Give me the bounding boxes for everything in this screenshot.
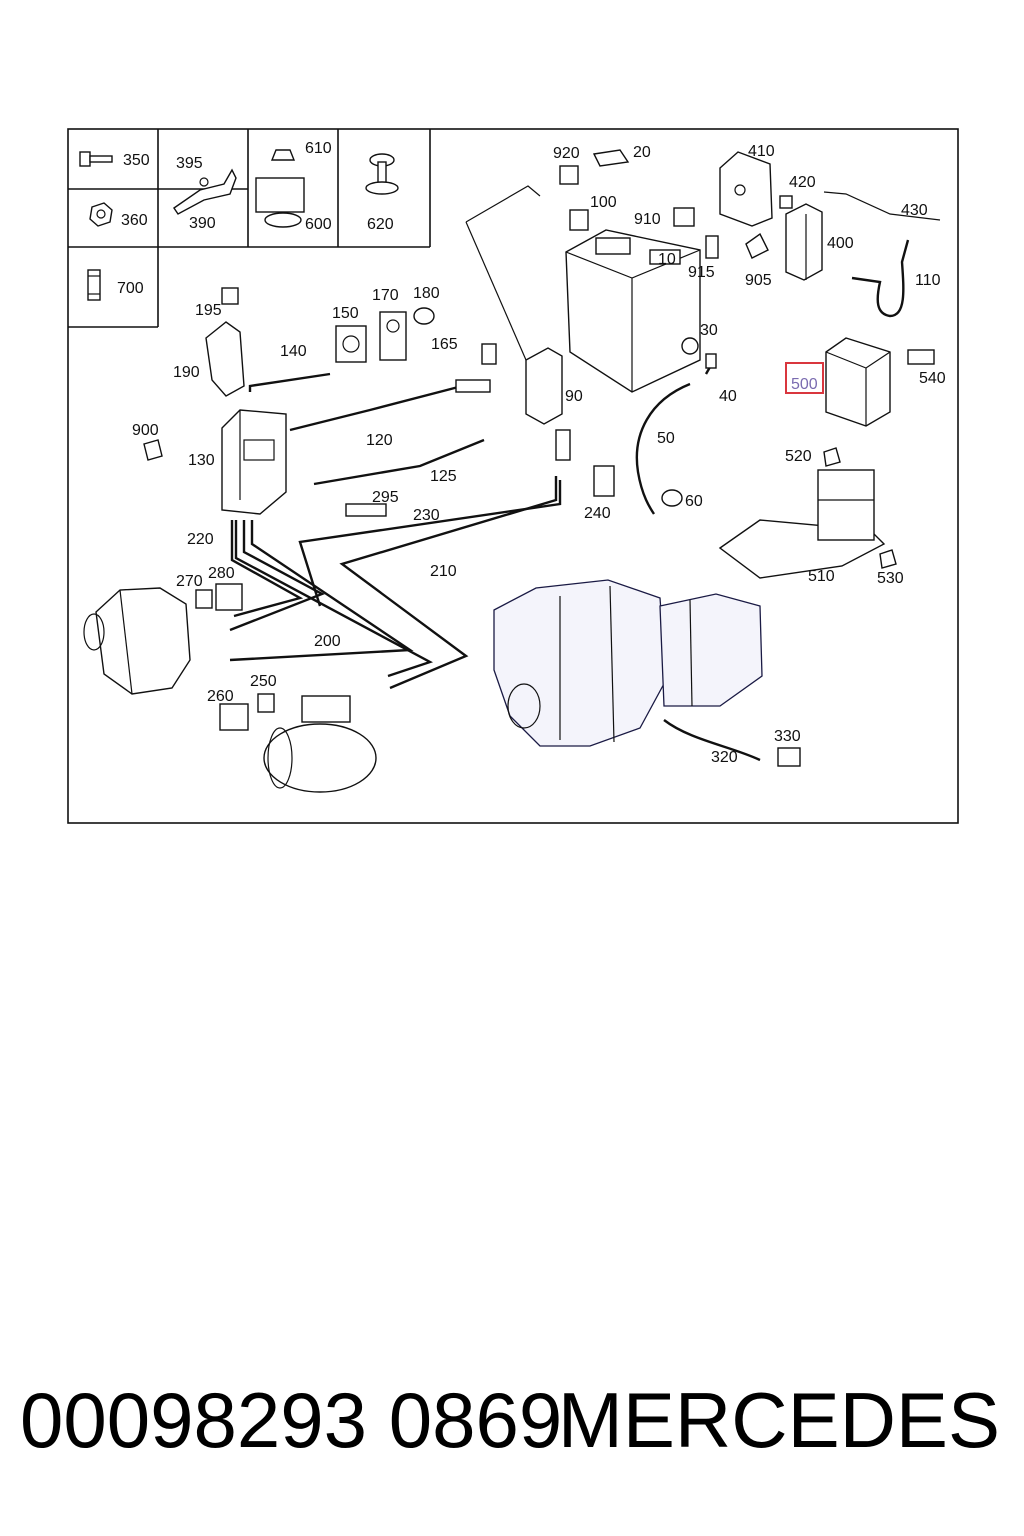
mounting-bracket — [719, 151, 773, 227]
callout-350: 350 — [123, 152, 150, 169]
callout-905: 905 — [745, 272, 772, 289]
callout-920: 920 — [553, 145, 580, 162]
battery-tray — [718, 469, 886, 579]
callout-180: 180 — [413, 285, 440, 302]
callout-220: 220 — [187, 531, 214, 548]
callout-165: 165 — [431, 336, 458, 353]
highlight-box — [785, 362, 824, 394]
callout-395: 395 — [176, 155, 203, 172]
brand-name: MERCEDES — [557, 1376, 1000, 1464]
callout-620: 620 — [367, 216, 394, 233]
callout-915: 915 — [688, 264, 715, 281]
callout-labels: 350 360 395 390 610 600 620 700 920 20 1… — [117, 140, 946, 766]
engine-transmission — [493, 579, 763, 747]
callout-240: 240 — [584, 505, 611, 522]
small-parts — [143, 149, 941, 767]
callout-40: 40 — [719, 388, 737, 405]
alternator — [83, 587, 191, 695]
spacer-sleeve-icon — [87, 269, 101, 301]
main-battery — [565, 229, 701, 393]
callout-390: 390 — [189, 215, 216, 232]
callout-110: 110 — [915, 272, 941, 289]
callout-250: 250 — [250, 673, 277, 690]
callout-430: 430 — [901, 202, 928, 219]
diagram-frame — [67, 128, 959, 824]
callout-90: 90 — [565, 388, 583, 405]
wiring-harness — [229, 185, 562, 690]
ground-cable — [663, 719, 761, 762]
callout-270: 270 — [176, 573, 203, 590]
callout-520: 520 — [785, 448, 812, 465]
fastener-legend — [68, 129, 431, 328]
callout-610: 610 — [305, 140, 332, 157]
callout-150: 150 — [332, 305, 359, 322]
callout-400: 400 — [827, 235, 854, 252]
callout-700: 700 — [117, 280, 144, 297]
callout-330: 330 — [774, 728, 801, 745]
footer-caption: 00098293 0869 MERCEDES — [0, 1370, 1024, 1480]
prefuse-box — [221, 409, 287, 515]
fuse-cover-bracket — [205, 321, 245, 397]
callout-120: 120 — [366, 432, 393, 449]
callout-190: 190 — [173, 364, 200, 381]
terminal-block — [525, 347, 563, 425]
callout-20: 20 — [633, 144, 651, 161]
relay-box-icon — [255, 149, 305, 228]
callout-195: 195 — [195, 302, 222, 319]
callout-125: 125 — [430, 468, 457, 485]
callout-280: 280 — [208, 565, 235, 582]
callout-100: 100 — [590, 194, 617, 211]
push-clip-icon — [365, 153, 399, 195]
callout-170: 170 — [372, 287, 399, 304]
callout-420: 420 — [789, 174, 816, 191]
callout-295: 295 — [372, 489, 399, 506]
part-number: 00098293 0869 — [20, 1376, 563, 1464]
callout-130: 130 — [188, 452, 215, 469]
callout-540: 540 — [919, 370, 946, 387]
callout-510: 510 — [808, 568, 835, 585]
callout-530: 530 — [877, 570, 904, 587]
callout-30: 30 — [700, 322, 718, 339]
callout-200: 200 — [314, 633, 341, 650]
ground-strap — [851, 239, 910, 318]
auxiliary-battery — [825, 337, 891, 427]
callout-60: 60 — [685, 493, 703, 510]
callout-140: 140 — [280, 343, 307, 360]
control-unit — [785, 203, 823, 281]
callout-230: 230 — [413, 507, 440, 524]
callout-410: 410 — [748, 143, 775, 160]
callout-900: 900 — [132, 422, 159, 439]
callout-360: 360 — [121, 212, 148, 229]
callout-260: 260 — [207, 688, 234, 705]
callout-320: 320 — [711, 749, 738, 766]
flange-nut-icon — [89, 202, 113, 227]
starter-motor — [263, 695, 377, 793]
vent-hose — [635, 382, 691, 515]
bracket-icon — [173, 168, 237, 215]
callout-10: 10 — [658, 251, 676, 268]
callout-500: 500 — [791, 376, 818, 393]
callout-600: 600 — [305, 216, 332, 233]
callout-50: 50 — [657, 430, 675, 447]
bolt-icon — [79, 151, 113, 167]
callout-210: 210 — [430, 563, 457, 580]
callout-910: 910 — [634, 211, 661, 228]
